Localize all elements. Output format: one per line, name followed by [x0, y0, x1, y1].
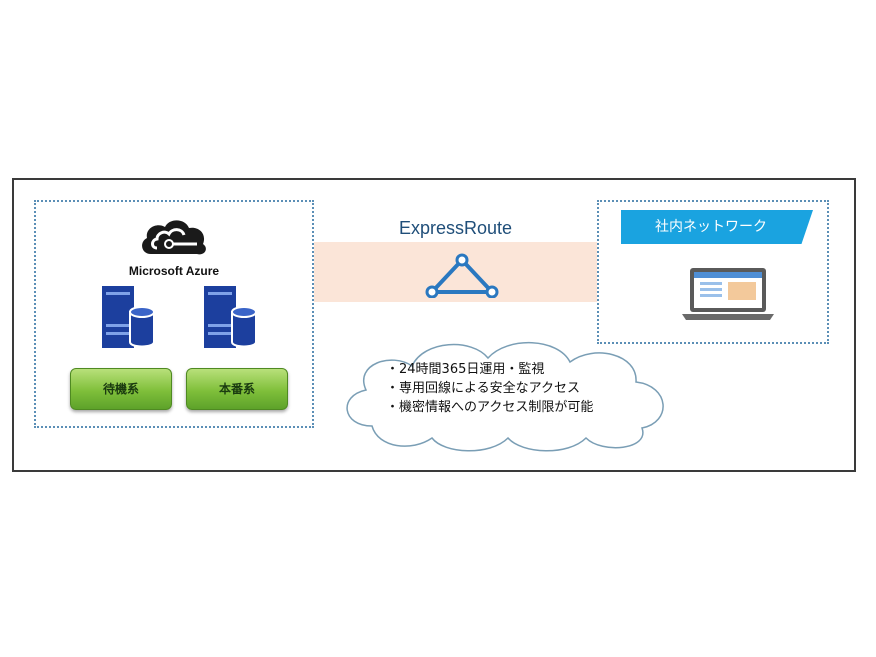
production-system-button: 本番系 — [186, 368, 288, 410]
corporate-network-region — [597, 200, 829, 344]
server-icon — [102, 286, 155, 348]
microsoft-azure-label: Microsoft Azure — [128, 264, 220, 278]
standby-system-button: 待機系 — [70, 368, 172, 410]
benefit-item: 専用回線による安全なアクセス — [386, 379, 593, 398]
benefit-item: 機密情報へのアクセス制限が可能 — [386, 398, 593, 417]
expressroute-triangle-icon — [425, 253, 499, 298]
benefit-item: 24時間365日運用・監視 — [386, 360, 593, 379]
azure-region — [34, 200, 314, 428]
laptop-icon — [682, 268, 774, 320]
diagram-frame: ExpressRoute Microsoft Azure 待機系 本番系 社内ネ… — [12, 178, 856, 472]
server-icon — [204, 286, 257, 348]
expressroute-label: ExpressRoute — [398, 218, 513, 238]
cloud-network-icon — [142, 220, 206, 255]
corporate-network-banner: 社内ネットワーク — [621, 210, 813, 244]
benefits-list: 24時間365日運用・監視 専用回線による安全なアクセス 機密情報へのアクセス制… — [386, 360, 593, 417]
